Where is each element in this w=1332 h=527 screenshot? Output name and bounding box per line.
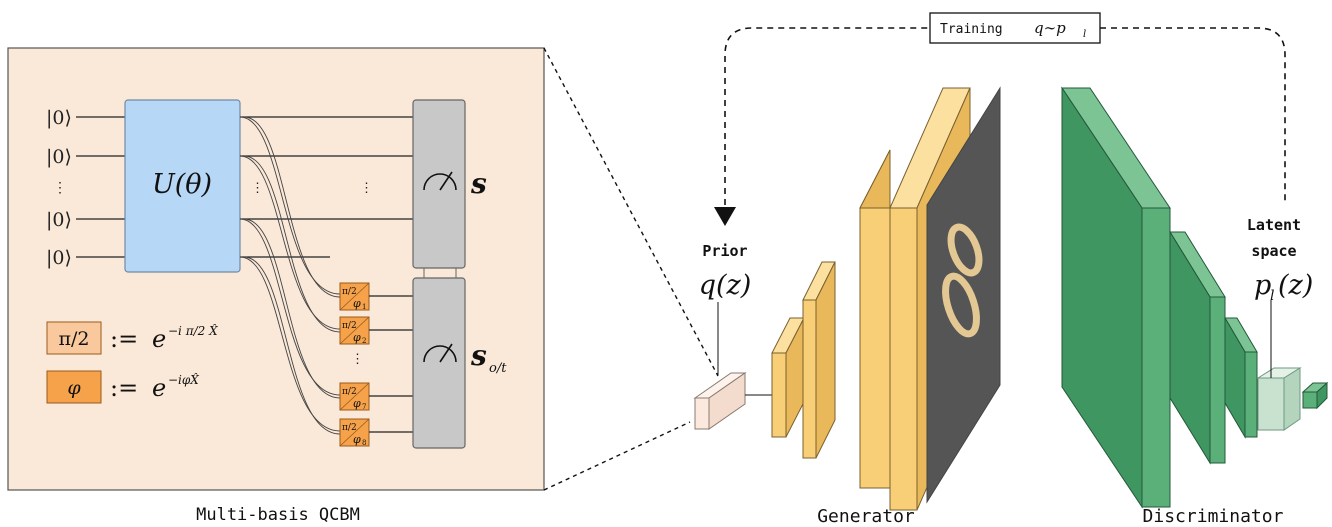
latent-vector [1256, 367, 1302, 431]
meter-icon-bottom [423, 343, 457, 363]
mid-vdots-a: ⋮ [251, 181, 264, 196]
training-math-sub: l [1083, 29, 1086, 40]
latent-math-sub: l [1270, 288, 1274, 304]
latent-label-line2: space [1251, 242, 1296, 260]
mid-wires [240, 116, 413, 258]
prior-math: q(z) [699, 270, 752, 301]
prior-vector [693, 372, 747, 430]
gen-layer-3 [859, 149, 891, 489]
training-box [929, 12, 1101, 44]
svg-text:φ: φ [353, 433, 361, 446]
ket-0-b: |0⟩ [46, 146, 72, 168]
training-text: Training [940, 22, 1003, 37]
training-math: q∼p [1034, 19, 1066, 37]
latent-math-rest: (z) [1278, 270, 1313, 301]
svg-text:φ: φ [353, 397, 361, 410]
disc-layer-1 [1061, 86, 1171, 509]
gen-layer-2 [802, 261, 836, 459]
svg-text:e: e [152, 374, 166, 402]
rotation-gates: π/2 φ 1 π/2 φ 2 ⋮ π/2 φ 7 π/2 φ 8 [339, 282, 370, 447]
measure-label-sot-sub: o/t [489, 361, 507, 376]
disc-layer-2 [1169, 230, 1226, 465]
rotation-gate-2: π/2 φ 2 [339, 316, 370, 345]
ket-0-a: |0⟩ [46, 107, 72, 129]
generated-image [926, 86, 1001, 504]
unitary-label: U(θ) [152, 169, 212, 200]
rotation-gate-1: π/2 φ 1 [339, 282, 370, 311]
svg-text:φ: φ [353, 297, 361, 310]
zoom-line-bottom [543, 421, 691, 491]
svg-text:π/2: π/2 [342, 387, 357, 397]
svg-text:π/2: π/2 [342, 423, 357, 433]
measurement-top [412, 99, 466, 269]
svg-text::=: := [110, 374, 138, 402]
svg-text:1: 1 [362, 303, 366, 311]
svg-text:π/2: π/2 [342, 287, 357, 297]
digit-eight-icon [942, 223, 983, 338]
svg-text:φ: φ [353, 331, 361, 344]
svg-text:−i π/2 X̂: −i π/2 X̂ [168, 323, 218, 338]
meter-icon-top [423, 171, 457, 191]
latent-math: p [1254, 270, 1271, 301]
svg-text:e: e [152, 325, 166, 353]
branch-wires [239, 116, 341, 435]
training-loop-path [724, 27, 1286, 205]
prior-label: Prior [702, 242, 747, 260]
legend-pi: π/2 := e −i π/2 X̂ [46, 321, 218, 355]
input-wires [76, 116, 126, 258]
zoom-line-top [543, 47, 719, 377]
legend-phi: φ := e −iφX̂ [46, 370, 199, 404]
latent-label-line1: Latent [1247, 216, 1301, 234]
discriminator-label: Discriminator [1143, 506, 1284, 527]
training-arrowhead [714, 207, 736, 226]
disc-layer-3 [1224, 316, 1258, 439]
ket-0-c: |0⟩ [46, 209, 72, 231]
svg-text:7: 7 [362, 403, 366, 411]
unitary-gate [124, 99, 241, 273]
svg-text:π/2: π/2 [59, 328, 90, 350]
rot-vdots: ⋮ [351, 352, 364, 367]
svg-text:φ: φ [67, 377, 81, 399]
svg-text:π/2: π/2 [342, 321, 357, 331]
discriminator-network [1061, 86, 1258, 509]
ket-vdots: ⋮ [53, 180, 67, 196]
measure-label-s: s [470, 167, 487, 200]
rotation-gate-7: π/2 φ 7 [339, 382, 370, 411]
svg-text::=: := [110, 325, 138, 353]
gen-layer-1 [771, 317, 805, 438]
rotation-gate-8: π/2 φ 8 [339, 418, 370, 447]
svg-text:−iφX̂: −iφX̂ [168, 372, 199, 387]
svg-text:2: 2 [362, 337, 366, 345]
qcbm-title: Multi-basis QCBM [196, 505, 360, 525]
ket-0-d: |0⟩ [46, 247, 72, 269]
measurement-bottom [412, 277, 466, 449]
mid-vdots-b: ⋮ [360, 181, 373, 196]
rot-out-wires [369, 295, 413, 433]
generator-label: Generator [817, 506, 915, 527]
output-node [1301, 381, 1329, 410]
measure-label-sot: s [470, 339, 487, 372]
svg-text:8: 8 [362, 439, 366, 447]
